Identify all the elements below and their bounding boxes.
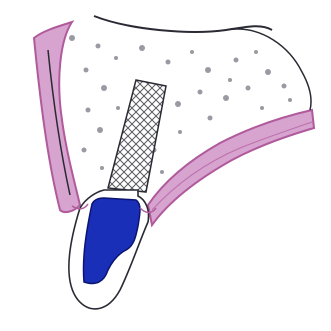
dental-implant-diagram bbox=[0, 0, 331, 331]
